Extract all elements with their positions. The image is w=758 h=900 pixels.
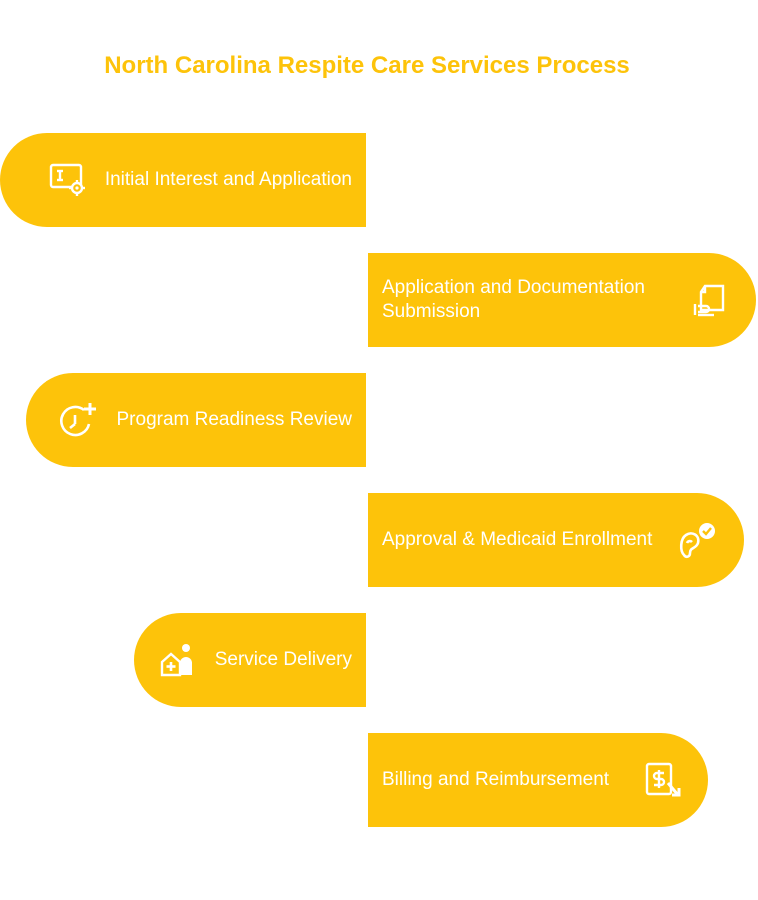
- step-readiness-review: Program Readiness Review: [26, 373, 366, 467]
- step-label: Approval & Medicaid Enrollment: [382, 529, 653, 550]
- document-hand-icon: [692, 282, 730, 318]
- step-initial-interest: Initial Interest and Application: [0, 133, 366, 227]
- step-approval-enrollment: Approval & Medicaid Enrollment: [368, 493, 744, 587]
- diagram-title: North Carolina Respite Care Services Pro…: [104, 52, 630, 79]
- ear-check-icon: [678, 521, 718, 559]
- step-documentation-submission: Application and Documentation Submission: [368, 253, 756, 347]
- step-label: Billing and Reimbursement: [382, 769, 610, 790]
- timer-plus-icon: [59, 400, 99, 440]
- step-label: Application and Documentation Submission: [382, 277, 646, 322]
- form-settings-icon: [49, 163, 87, 197]
- step-service-delivery: Service Delivery: [134, 613, 366, 707]
- step-label: Service Delivery: [214, 649, 352, 670]
- caregiver-home-icon: [159, 642, 197, 678]
- invoice-dollar-icon: [644, 761, 682, 799]
- step-label: Program Readiness Review: [116, 409, 353, 430]
- step-billing-reimbursement: Billing and Reimbursement: [368, 733, 708, 827]
- step-label: Initial Interest and Application: [104, 169, 352, 190]
